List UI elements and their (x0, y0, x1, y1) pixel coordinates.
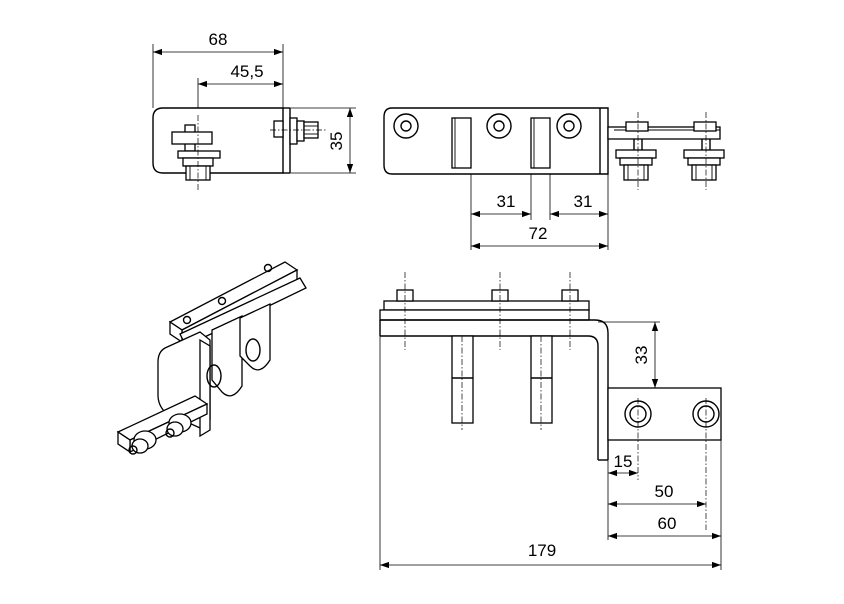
top-view (383, 107, 725, 190)
side-view (152, 107, 326, 190)
dim-label-35: 35 (327, 132, 346, 151)
dim-label-31-left: 31 (497, 192, 516, 211)
dim-label-50: 50 (655, 482, 674, 501)
dim-label-31-right: 31 (574, 192, 593, 211)
dim-label-179: 179 (528, 541, 556, 560)
dim-label-72: 72 (529, 224, 548, 243)
dim-label-15: 15 (614, 452, 633, 471)
dim-label-45-5: 45,5 (230, 62, 263, 81)
isometric-view (116, 261, 307, 455)
front-view (379, 272, 722, 530)
dimension-lines (152, 44, 722, 570)
dim-label-68: 68 (209, 30, 228, 49)
dim-label-60: 60 (658, 514, 677, 533)
dim-label-33: 33 (632, 346, 651, 365)
